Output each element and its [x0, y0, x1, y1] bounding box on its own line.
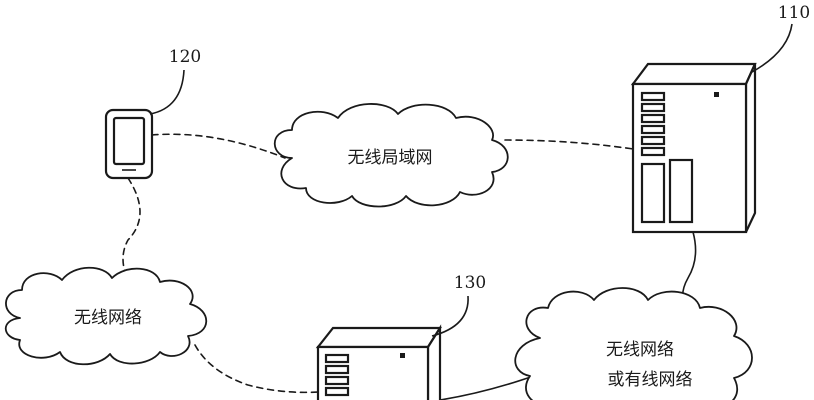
- cloud-wired-or-wireless-label-line1: 无线网络: [606, 340, 674, 360]
- link-wlan-to-server-110: [504, 139, 641, 151]
- leader-120: [149, 69, 185, 115]
- ref-label-110: 110: [778, 3, 810, 23]
- cloud-wireless: 无线网络: [4, 266, 208, 366]
- cloud-wired-or-wireless-label-line2: 或有线网络: [608, 370, 693, 390]
- phone-120: [104, 108, 154, 180]
- leader-130: [431, 295, 469, 337]
- server-110: [630, 62, 757, 234]
- cloud-wired-or-wireless: 无线网络 或有线网络: [514, 287, 753, 400]
- link-wireless-to-server-130: [194, 344, 319, 394]
- leader-110: [751, 23, 793, 73]
- ref-label-120: 120: [169, 47, 201, 67]
- cloud-wireless-label: 无线网络: [74, 308, 142, 328]
- cloud-wlan-label: 无线局域网: [348, 148, 433, 168]
- link-phone-to-wireless: [122, 177, 141, 281]
- link-phone-to-wlan: [151, 133, 286, 159]
- server-130: [315, 324, 442, 400]
- cloud-wlan: 无线局域网: [273, 103, 509, 208]
- ref-label-130: 130: [454, 273, 486, 293]
